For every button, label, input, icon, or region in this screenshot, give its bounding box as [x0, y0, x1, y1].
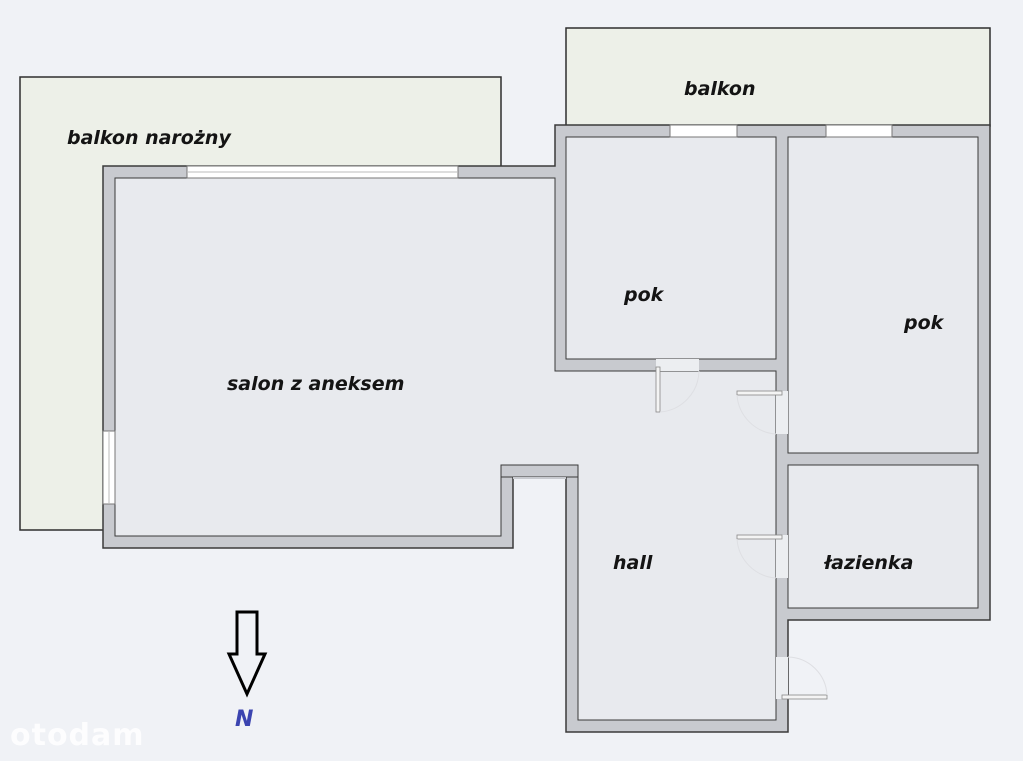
notch-wall	[500, 464, 579, 478]
label-balkon-narozny: balkon narożny	[67, 127, 232, 149]
door-lazienka	[736, 534, 788, 579]
label-balkon: balkon	[684, 78, 755, 100]
balcony-top	[565, 27, 991, 127]
notch-wall-inner	[513, 477, 566, 479]
window-pok-right	[825, 124, 893, 138]
salon-floor	[114, 177, 777, 721]
pok-left-floor	[565, 136, 777, 360]
pok-right-floor	[787, 136, 979, 454]
window-pok-left	[669, 124, 738, 138]
door-pok-left	[655, 359, 700, 413]
label-hall: hall	[613, 552, 653, 574]
north-label: N	[235, 707, 253, 732]
label-pok-left: pok	[623, 284, 665, 306]
label-salon: salon z aneksem	[227, 373, 404, 395]
lazienka-floor	[787, 464, 979, 609]
watermark-logo: otodam	[10, 718, 145, 753]
door-entrance	[776, 656, 828, 700]
label-pok-right: pok	[903, 312, 945, 334]
label-lazienka: łazienka	[823, 552, 913, 574]
door-pok-right	[736, 390, 788, 435]
north-arrow-icon	[226, 610, 268, 698]
